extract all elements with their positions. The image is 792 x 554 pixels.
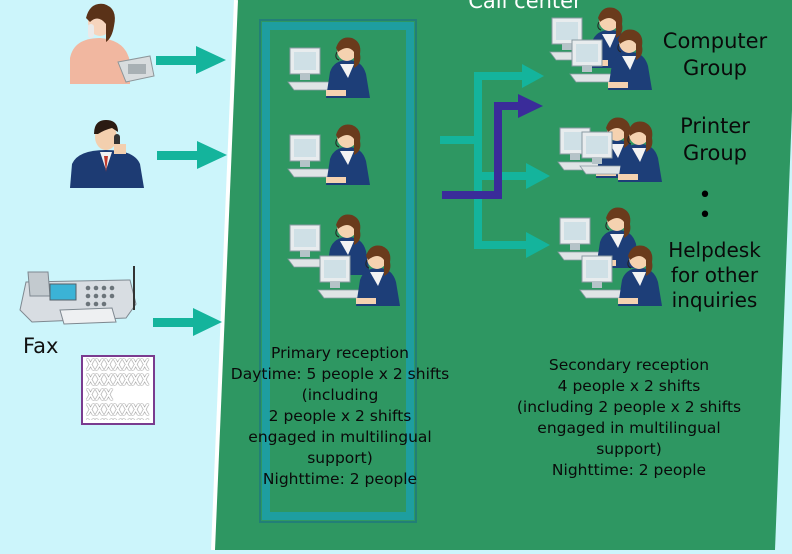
group-label-computer: Computer Group (662, 29, 768, 80)
call-center-title: Call center (468, 0, 582, 13)
fax-machine-icon (19, 266, 137, 325)
secondary-reception-note: Secondary reception 4 people x 2 shifts … (516, 356, 742, 479)
arrow-fax (153, 308, 222, 336)
fax-paper-pattern: XXXXXXXXXXXXXXXXX XXXXXXXXXXXXXXXXX (86, 358, 152, 420)
arrow-phone-man (157, 141, 227, 169)
fax-paper (81, 355, 155, 425)
primary-reception-frame (262, 22, 414, 520)
fax-label: Fax (23, 334, 59, 358)
distribution-arrows (440, 72, 530, 249)
fax-paper-row: XXXXXXXXXXXXXXXXX (86, 358, 150, 404)
primary-reception-note: Primary reception Daytime: 5 people x 2 … (230, 344, 450, 488)
man-caller-icon (70, 120, 144, 188)
woman-caller-icon (70, 3, 155, 84)
continuation-dots: • • (698, 183, 712, 228)
group-label-printer: Printer Group (680, 114, 750, 165)
group-label-helpdesk: Helpdesk for other inquiries (668, 238, 761, 312)
night-arrow (442, 102, 522, 199)
fax-paper-row: XXXXXXXXXXXXXXXXX (86, 401, 150, 421)
arrow-phone-woman (156, 46, 226, 74)
